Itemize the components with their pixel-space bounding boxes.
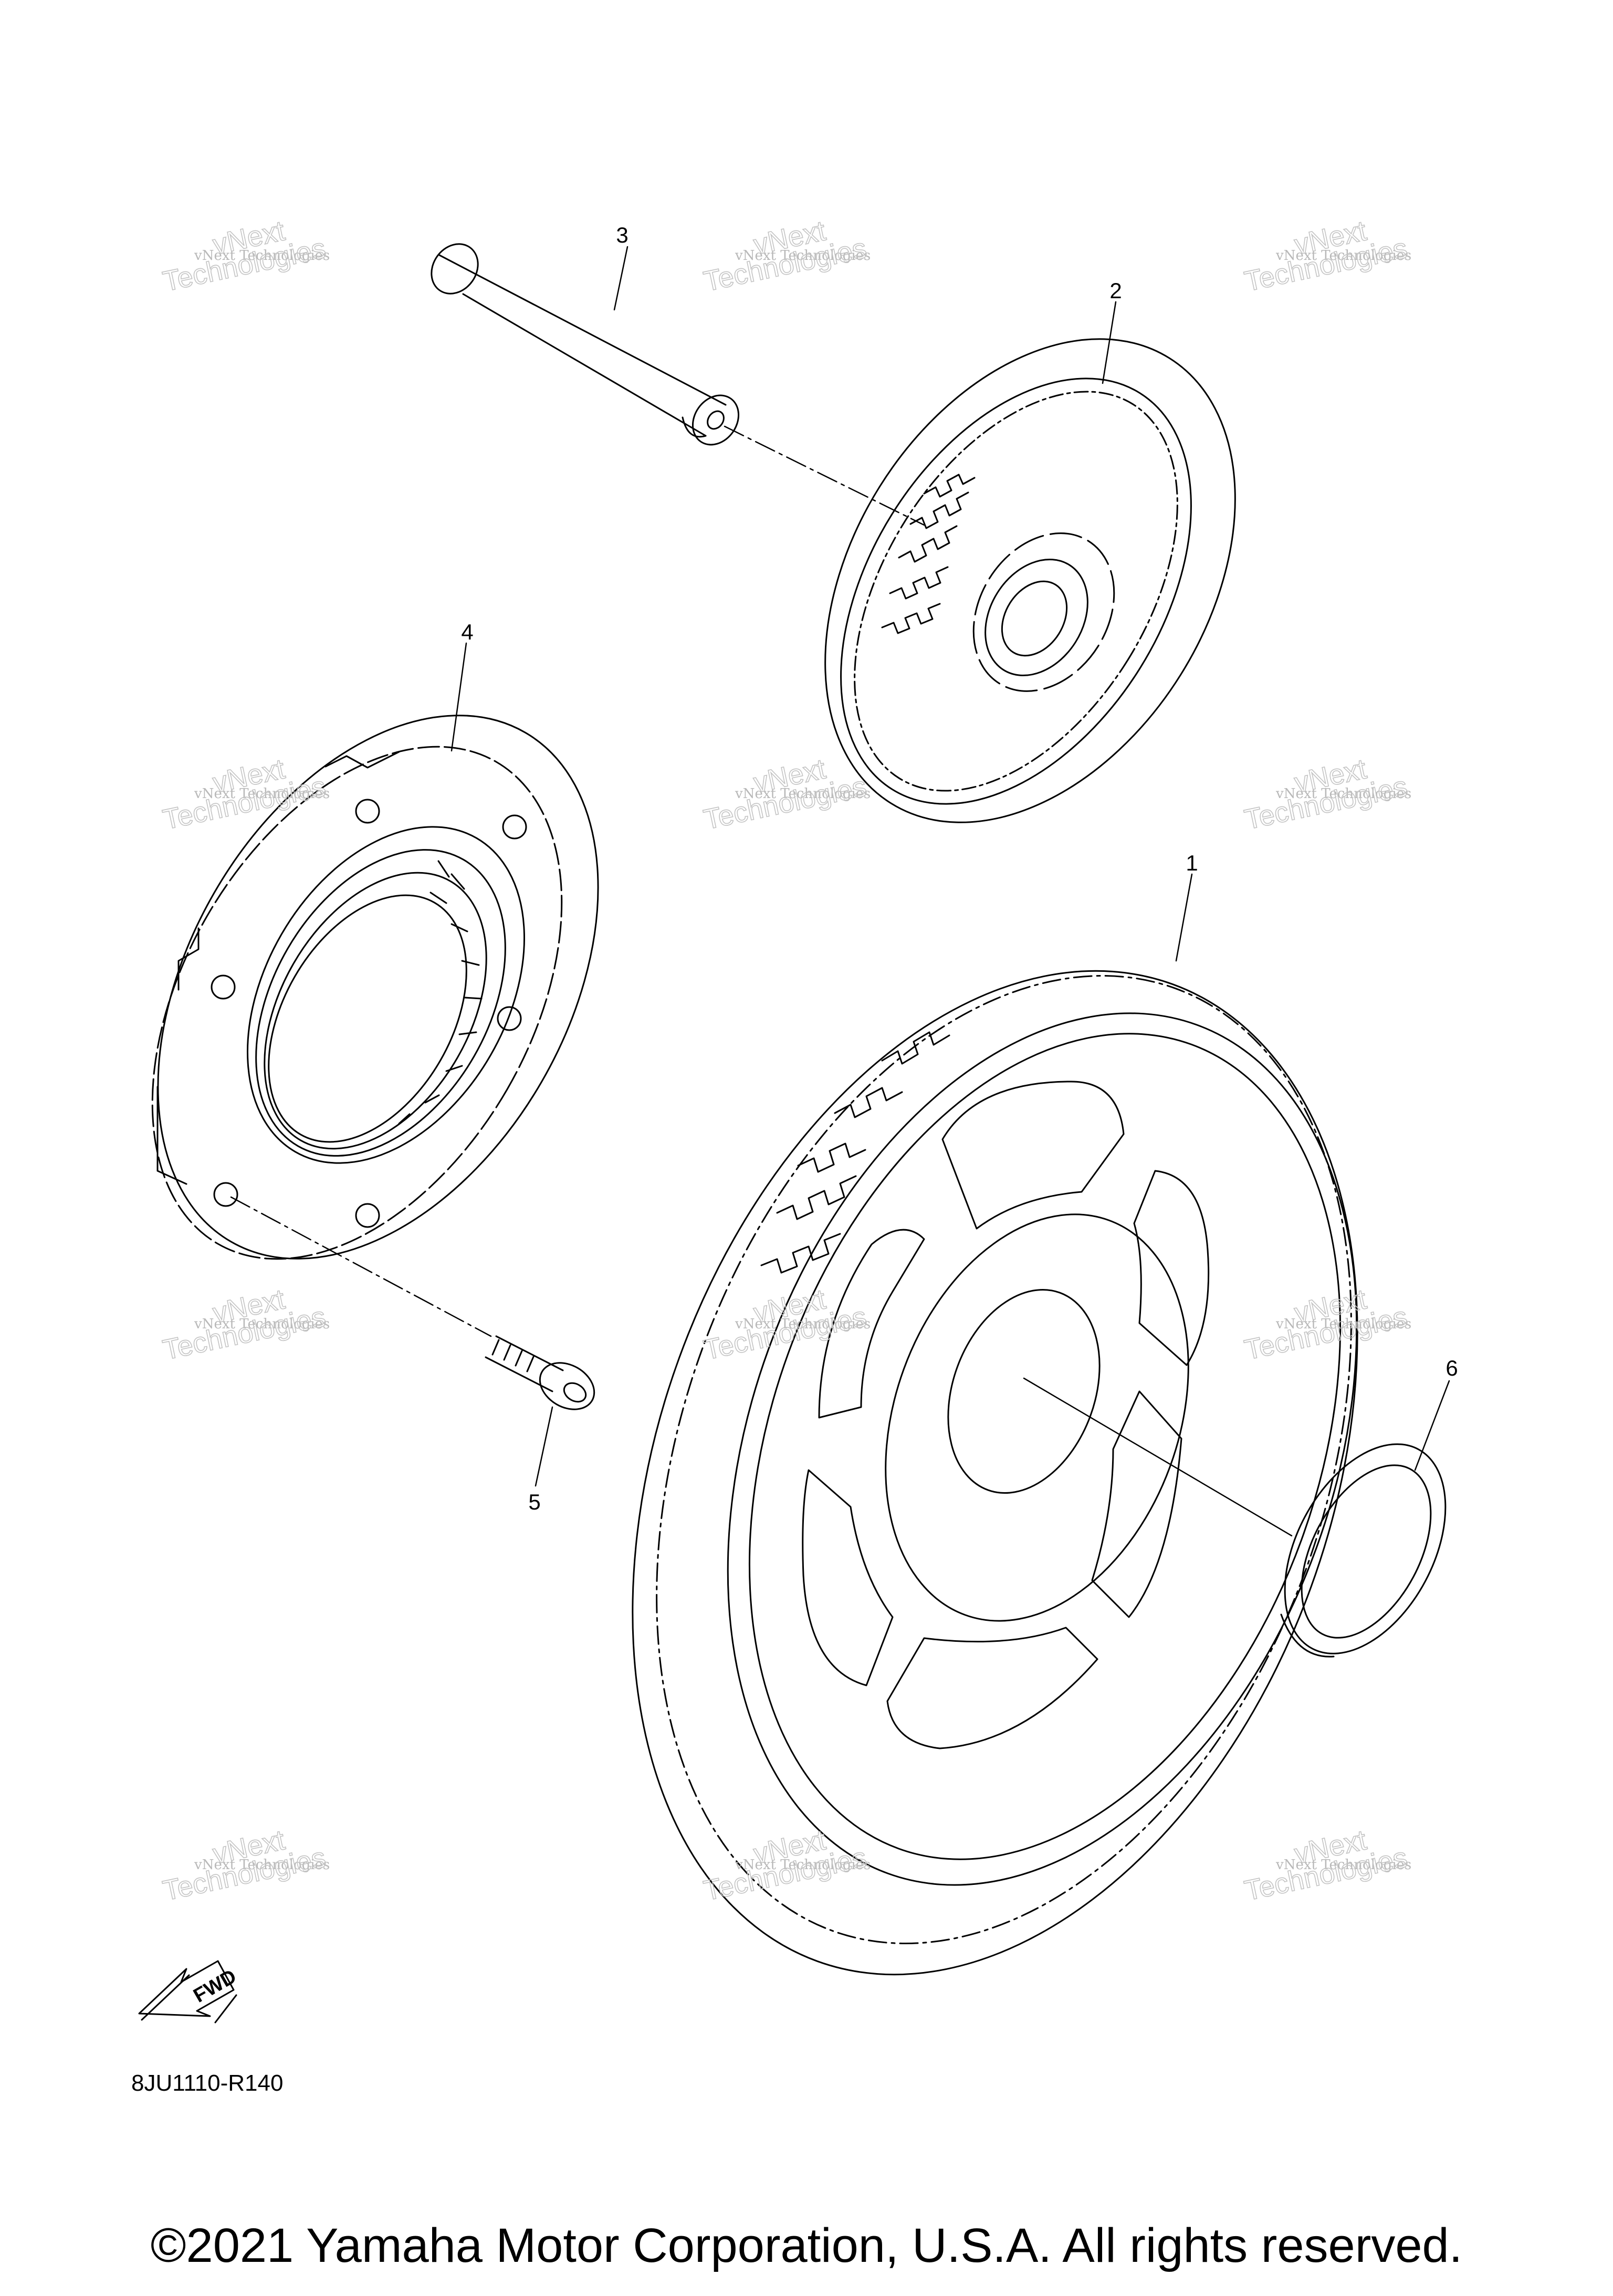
svg-text:vNext Technologies: vNext Technologies: [1275, 786, 1411, 802]
gear-part-2: [824, 338, 1236, 823]
svg-text:vNext Technologies: vNext Technologies: [735, 1857, 871, 1873]
svg-text:vNext Technologies: vNext Technologies: [194, 786, 330, 802]
part-number-1: 1: [1186, 851, 1198, 875]
svg-text:vNext Technologies: vNext Technologies: [1275, 1857, 1411, 1873]
washer-part-6: [1280, 1443, 1447, 1658]
gear-part-1: [632, 970, 1358, 1976]
part-number-6: 6: [1446, 1356, 1458, 1380]
svg-text:vNext Technologies: vNext Technologies: [194, 1316, 330, 1332]
svg-text:vNext Technologies: vNext Technologies: [194, 1857, 330, 1873]
svg-text:vNext Technologies: vNext Technologies: [194, 248, 330, 264]
leader-lines: [230, 246, 1450, 1537]
part-number-3: 3: [616, 223, 628, 247]
svg-text:vNext Technologies: vNext Technologies: [1275, 1316, 1411, 1332]
fwd-arrow-icon: [138, 1960, 237, 2024]
part-number-5: 5: [528, 1490, 540, 1514]
diagram-code: 8JU1110-R140: [131, 2070, 283, 2096]
svg-text:vNext Technologies: vNext Technologies: [735, 786, 871, 802]
part-number-4: 4: [461, 620, 473, 644]
bolt-part-5: [485, 1335, 595, 1410]
copyright-notice: ©2021 Yamaha Motor Corporation, U.S.A. A…: [150, 2219, 1463, 2272]
shaft-part-3: [431, 243, 740, 446]
svg-text:vNext Technologies: vNext Technologies: [735, 1316, 871, 1332]
clutch-part-4: [151, 715, 599, 1260]
svg-text:vNext Technologies: vNext Technologies: [735, 248, 871, 264]
part-number-2: 2: [1109, 278, 1122, 303]
svg-text:vNext Technologies: vNext Technologies: [1275, 248, 1411, 264]
